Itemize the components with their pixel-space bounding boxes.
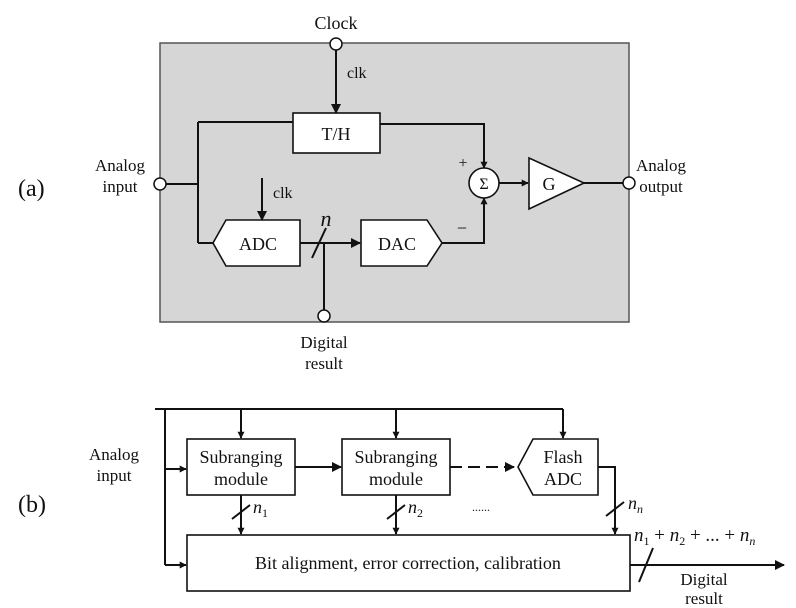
b-analog-input-line1: Analog (89, 445, 140, 464)
bus-slash-nn (605, 501, 625, 517)
adc-block (212, 219, 301, 267)
th-label: T/H (322, 124, 351, 144)
digital-result-line1: Digital (300, 333, 347, 352)
flash-line2: ADC (544, 469, 582, 489)
module2-line1: Subranging (355, 447, 438, 467)
sigma-label: Σ (479, 176, 488, 193)
part-b-label: (b) (18, 492, 46, 518)
gain-block (528, 156, 586, 211)
part-b: (b) Analog input Subranging module Subra… (18, 408, 785, 608)
module1-line2: module (214, 469, 268, 489)
n2-label: n2 (408, 497, 423, 520)
plus-sign: + (458, 155, 467, 172)
module1-line1: Subranging (200, 447, 283, 467)
analog-input-line1: Analog (95, 156, 146, 175)
gain-label: G (543, 174, 556, 194)
dac-to-sum (442, 197, 488, 244)
clk-th-label: clk (347, 65, 367, 82)
dac-block (360, 219, 443, 267)
flash-output (598, 466, 619, 535)
n1-label: n1 (253, 497, 268, 520)
module2-line2: module (369, 469, 423, 489)
part-a: (a) Clock clk T/H Analog input + Σ G (18, 13, 687, 373)
subranging-module-1 (186, 438, 296, 496)
analog-input-terminal (153, 177, 167, 191)
th-block (292, 112, 381, 154)
part-a-label: (a) (18, 176, 45, 202)
clock-label: Clock (315, 13, 358, 33)
minus-sign: − (457, 218, 467, 238)
analog-output-line2: output (639, 177, 683, 196)
flash-line1: Flash (543, 447, 582, 467)
ellipsis: ...... (472, 500, 490, 514)
analog-output-line1: Analog (636, 156, 687, 175)
flash-adc-block (517, 438, 599, 496)
b-analog-input-line2: input (97, 466, 132, 485)
bus-slash-n2 (386, 504, 406, 520)
bottom-block-label: Bit alignment, error correction, calibra… (255, 553, 561, 573)
digital-result-line2: result (305, 354, 343, 373)
analog-output-terminal (622, 176, 636, 190)
subranging-module-2 (341, 438, 451, 496)
digital-result-terminal (317, 309, 331, 323)
b-digital-result-line2: result (685, 589, 723, 608)
th-to-sum (380, 123, 488, 169)
sum-label: n1 + n2 + ... + nn (634, 525, 755, 548)
b-digital-result-line1: Digital (680, 570, 727, 589)
analog-input-line2: input (103, 177, 138, 196)
n-bits-label: n (321, 206, 332, 231)
adc-label: ADC (239, 234, 277, 254)
clk-adc-label: clk (273, 185, 293, 202)
bit-alignment-block (186, 534, 631, 592)
bus-slash-a (311, 227, 327, 259)
bus-slash-out (638, 547, 654, 583)
clock-terminal (329, 37, 343, 51)
dac-label: DAC (378, 234, 416, 254)
nn-label: nn (628, 493, 643, 516)
bus-slash-n1 (231, 504, 251, 520)
